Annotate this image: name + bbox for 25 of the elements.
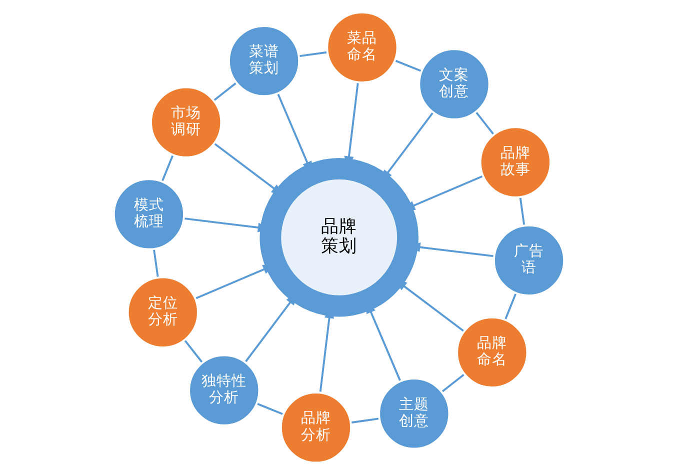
connector <box>394 60 422 72</box>
connector <box>518 196 525 226</box>
connector <box>212 82 236 102</box>
connector <box>350 418 380 424</box>
node-circle: 菜谱策划 <box>228 25 300 98</box>
node-circle: 品牌命名 <box>456 316 528 388</box>
node-circle: 广告语 <box>492 224 565 296</box>
connector <box>440 373 465 393</box>
connector <box>298 51 327 58</box>
connector <box>183 339 203 364</box>
node-circle: 品牌故事 <box>478 126 551 198</box>
node-circle: 品牌分析 <box>279 392 352 464</box>
node-circle: 菜品命名 <box>326 11 398 84</box>
node-circle: 独特性分析 <box>188 354 260 426</box>
connector <box>504 292 516 320</box>
node-circle: 品牌策划 <box>259 158 418 317</box>
connector <box>474 111 494 136</box>
node-circle: 文案创意 <box>418 48 490 120</box>
node-circle: 定位分析 <box>126 276 198 348</box>
node-circle: 模式梳理 <box>112 178 184 250</box>
connector <box>152 248 158 278</box>
node-circle: 主题创意 <box>378 378 450 450</box>
connector <box>256 402 284 416</box>
node-circle: 市场调研 <box>150 86 222 158</box>
connector <box>160 154 174 182</box>
